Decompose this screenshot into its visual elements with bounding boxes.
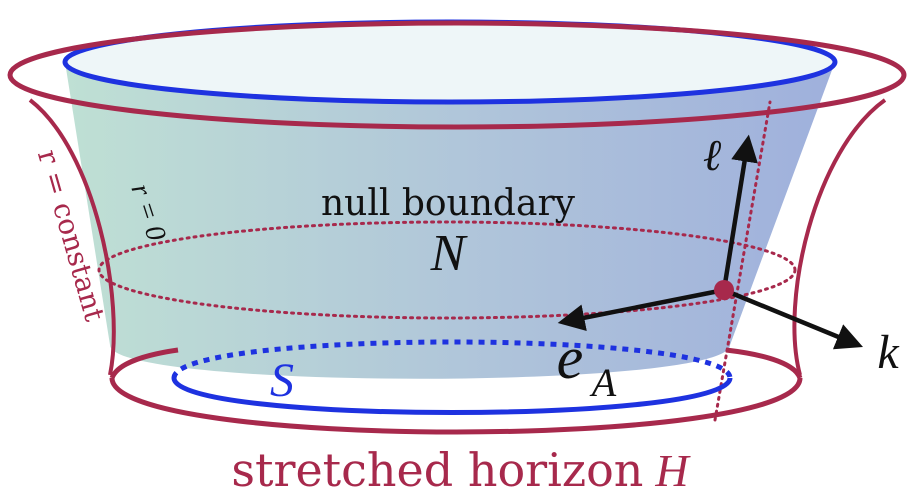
label-N: N — [430, 225, 469, 282]
label-k: k — [877, 326, 900, 379]
horizon-right-wall — [792, 98, 887, 376]
horizon-bottom-back-right — [725, 347, 803, 380]
horizon-bottom-front — [109, 377, 803, 435]
vector-eA-arrow — [557, 287, 725, 332]
label-S: S — [270, 354, 294, 407]
vector-ell-arrow — [721, 134, 758, 291]
caption-H: H — [654, 445, 691, 496]
vertical-dotted-line — [713, 100, 772, 422]
surface-S-front — [171, 377, 733, 415]
r-zero-ellipse — [97, 220, 797, 320]
label-A-subscript: A — [589, 360, 617, 405]
label-e: e — [557, 325, 584, 391]
horizon-top-rim — [7, 20, 907, 130]
null-boundary-surface — [65, 62, 835, 379]
surface-S-back — [171, 339, 733, 379]
vector-k-arrow — [723, 287, 863, 350]
label-ell: ℓ — [703, 131, 722, 180]
caption-text: stretched horizon — [231, 443, 643, 497]
label-null-boundary: null boundary — [321, 183, 576, 224]
horizon-left-wall — [28, 98, 116, 376]
base-point — [714, 280, 734, 300]
horizon-bottom-back-left — [109, 347, 179, 380]
